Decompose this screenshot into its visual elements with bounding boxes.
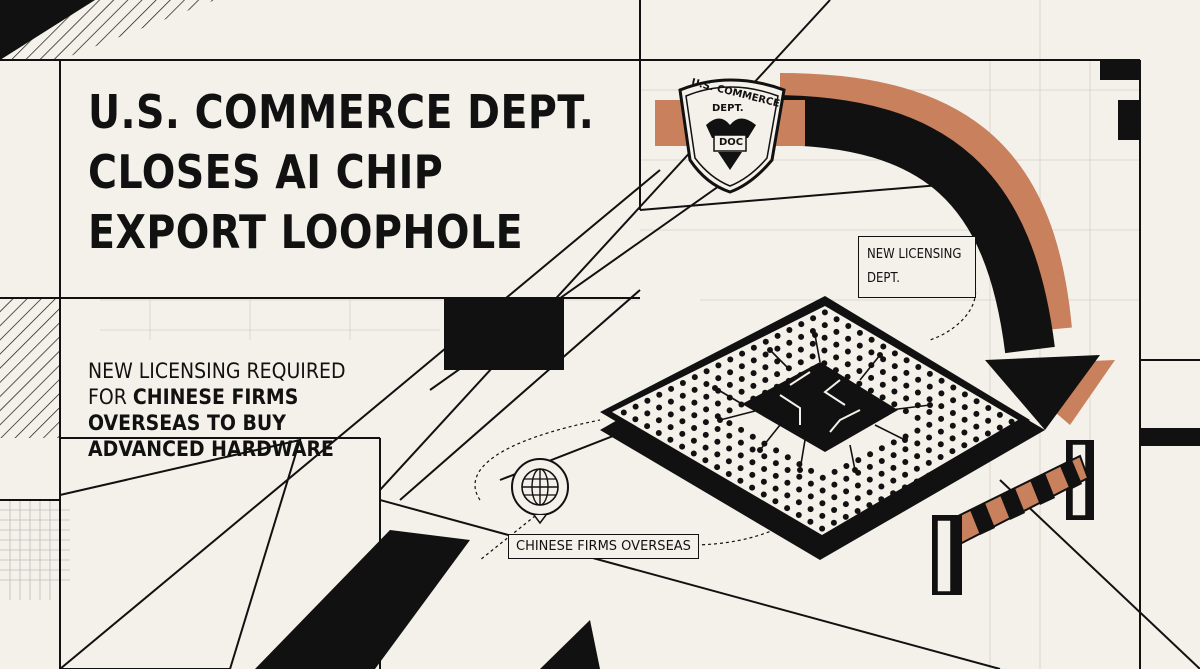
barrier-icon (932, 440, 1094, 595)
licensing-callout-line-2: DEPT. (867, 271, 900, 286)
headline: U.S. COMMERCE DEPT. CLOSES AI CHIP EXPOR… (88, 82, 595, 262)
headline-line-3: EXPORT LOOPHOLE (88, 205, 524, 259)
globe-icon (511, 458, 569, 525)
licensing-callout: NEW LICENSING DEPT. (858, 236, 976, 298)
seal-mid-text: DEPT. (712, 103, 744, 114)
chip-icon (600, 296, 1045, 560)
seal-icon (678, 78, 786, 194)
subheadline-line-3: OVERSEAS TO BUY (88, 411, 286, 435)
licensing-callout-line-1: NEW LICENSING (867, 247, 962, 262)
firms-callout: CHINESE FIRMS OVERSEAS (508, 534, 699, 559)
headline-line-2: CLOSES AI CHIP (88, 145, 444, 199)
subheadline-line-4: ADVANCED HARDWARE (88, 437, 334, 461)
subheadline-line-2: FOR CHINESE FIRMS (88, 384, 385, 410)
arrow-icon (769, 73, 1115, 430)
headline-line-1: U.S. COMMERCE DEPT. (88, 85, 595, 139)
subheadline: NEW LICENSING REQUIRED FOR CHINESE FIRMS… (88, 358, 385, 462)
subheadline-line-1: NEW LICENSING REQUIRED (88, 359, 346, 383)
subheadline-emphasis: CHINESE FIRMS (132, 385, 299, 409)
subheadline-prefix: FOR (88, 385, 133, 409)
seal-badge-text: DOC (719, 137, 744, 148)
